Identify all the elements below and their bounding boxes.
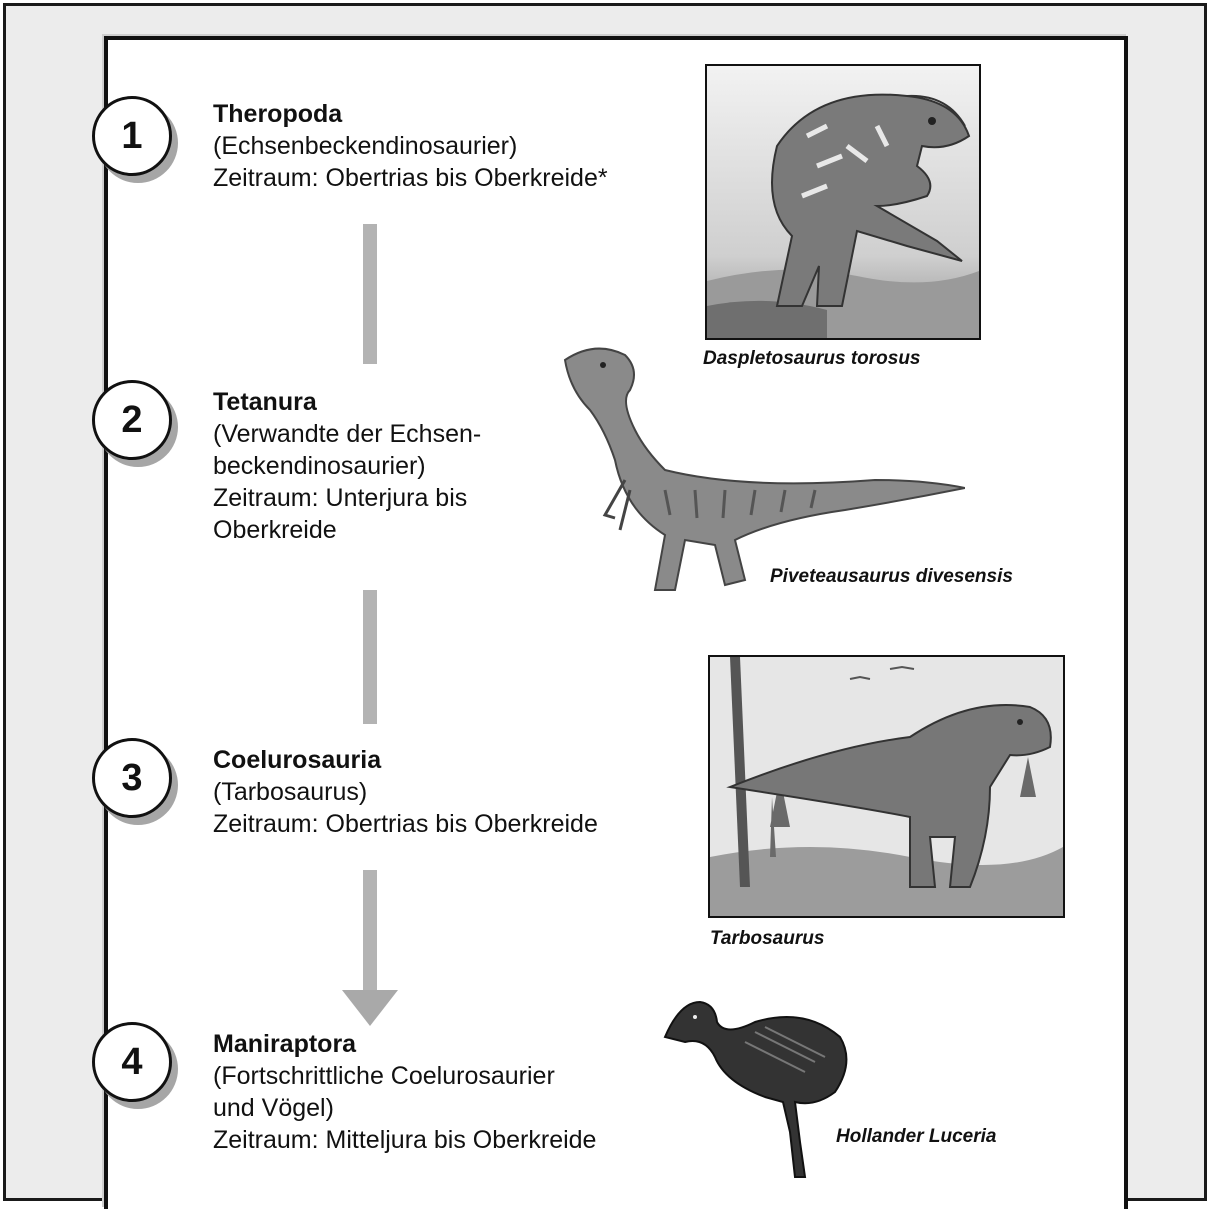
caption-tarbosaurus: Tarbosaurus	[710, 928, 824, 950]
piveteausaurus-illustration-icon	[545, 340, 965, 600]
step-1-period: Zeitraum: Obertrias bis Oberkreide*	[213, 162, 608, 194]
step-3-subtitle: (Tarbosaurus)	[213, 776, 598, 808]
step-3-text: Coelurosauria (Tarbosaurus) Zeitraum: Ob…	[213, 744, 598, 840]
step-3-period: Zeitraum: Obertrias bis Oberkreide	[213, 808, 598, 840]
caption-hollander: Hollander Luceria	[836, 1126, 997, 1148]
step-number-1: 1	[92, 96, 172, 176]
step-2-title: Tetanura	[213, 386, 481, 418]
step-2-period-b: Oberkreide	[213, 514, 481, 546]
step-number-4: 4	[92, 1022, 172, 1102]
step-4-subtitle-b: und Vögel)	[213, 1092, 596, 1124]
daspletosaurus-illustration-icon	[707, 66, 979, 338]
connector-1-2	[363, 224, 377, 364]
step-4-title: Maniraptora	[213, 1028, 596, 1060]
step-2-subtitle-b: beckendinosaurier)	[213, 450, 481, 482]
connector-2-3	[363, 590, 377, 724]
step-4-period: Zeitraum: Mitteljura bis Oberkreide	[213, 1124, 596, 1156]
step-1-text: Theropoda (Echsenbeckendinosaurier) Zeit…	[213, 98, 608, 194]
tarbosaurus-image	[708, 655, 1065, 918]
daspletosaurus-image	[705, 64, 981, 340]
piveteausaurus-image	[545, 340, 965, 600]
connector-3-4	[363, 870, 377, 998]
step-1-title: Theropoda	[213, 98, 608, 130]
step-1-subtitle: (Echsenbeckendinosaurier)	[213, 130, 608, 162]
bird-illustration-icon	[655, 982, 865, 1182]
caption-piveteausaurus: Piveteausaurus divesensis	[770, 566, 1013, 588]
step-2-text: Tetanura (Verwandte der Echsen- beckendi…	[213, 386, 481, 546]
arrow-head	[342, 990, 398, 1026]
step-2-period-a: Zeitraum: Unterjura bis	[213, 482, 481, 514]
hollander-image	[655, 982, 865, 1182]
tarbosaurus-illustration-icon	[710, 657, 1063, 916]
step-number-2: 2	[92, 380, 172, 460]
step-3-title: Coelurosauria	[213, 744, 598, 776]
step-4-text: Maniraptora (Fortschrittliche Coelurosau…	[213, 1028, 596, 1156]
step-2-subtitle-a: (Verwandte der Echsen-	[213, 418, 481, 450]
step-4-subtitle-a: (Fortschrittliche Coelurosaurier	[213, 1060, 596, 1092]
step-number-3: 3	[92, 738, 172, 818]
